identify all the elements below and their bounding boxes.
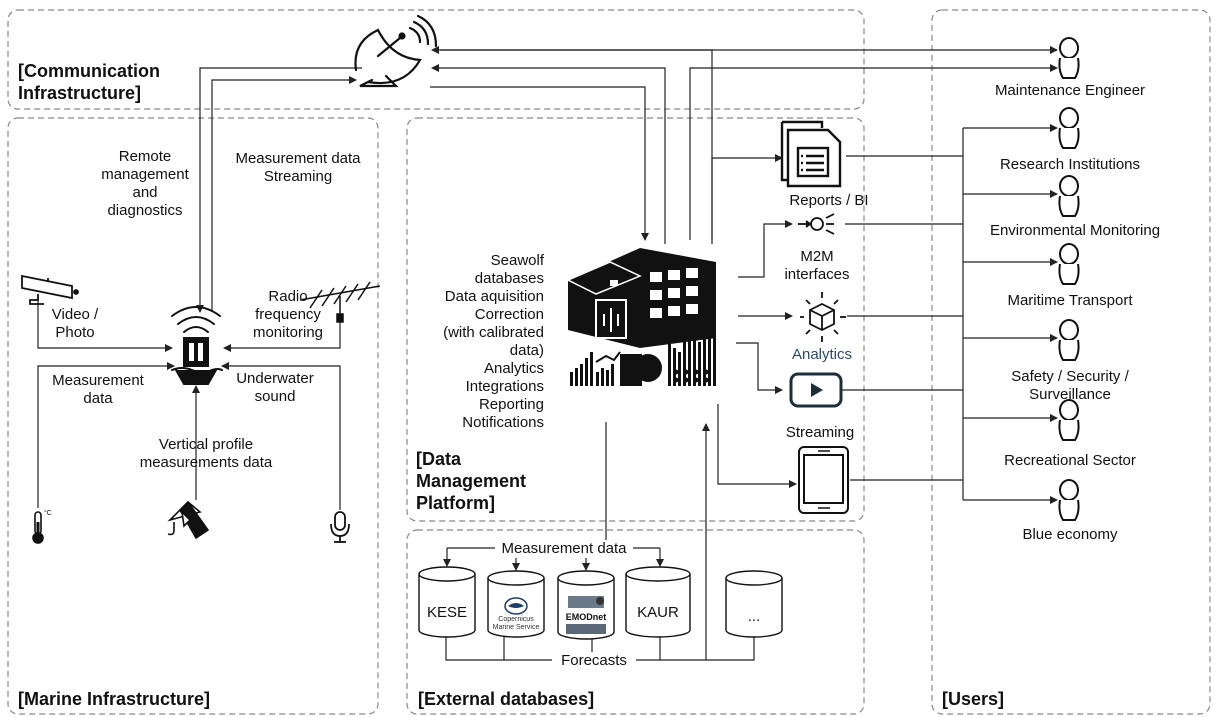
vertical-profile-label: Vertical profile measurements data xyxy=(139,436,273,471)
user-icon-maritime xyxy=(1058,243,1080,285)
thermometer-icon xyxy=(32,511,44,544)
link-comm-to-platform xyxy=(430,86,649,241)
platform-section-title: [Data Management Platform] xyxy=(416,449,527,513)
platform-function-7: Analytics xyxy=(483,360,544,377)
report-document-icon xyxy=(780,120,842,188)
emodnet-logo-icon xyxy=(566,596,606,634)
platform-function-5: (with calibrated xyxy=(443,324,544,341)
user-icon-maintenance xyxy=(1058,37,1080,79)
user-label-safety: Safety / Security / Surveillance xyxy=(1011,368,1129,403)
user-label-research: Research Institutions xyxy=(999,156,1141,173)
smartphone-icon xyxy=(798,446,849,514)
camera-icon xyxy=(21,274,79,305)
remote-management-label: Remote management and diagnostics xyxy=(101,148,189,219)
platform-charts-icon xyxy=(570,328,716,386)
user-label-recreation: Recreational Sector xyxy=(1004,452,1136,469)
db-cylinder-more xyxy=(725,570,783,638)
users-section-box xyxy=(931,9,1211,715)
user-label-maritime: Maritime Transport xyxy=(1007,292,1133,309)
m2m-icon xyxy=(798,213,835,235)
measurement-streaming-label: Measurement data Streaming xyxy=(235,150,361,185)
platform-function-8: Integrations xyxy=(465,378,544,395)
reports-label: Reports / BI xyxy=(789,192,869,209)
link-hydrophone-to-buoy xyxy=(221,362,341,510)
profiler-icon xyxy=(167,500,210,540)
db-label-kaur: KAUR xyxy=(637,604,679,621)
underwater-sound-label: Underwater sound xyxy=(236,370,314,405)
user-icon-safety xyxy=(1058,319,1080,361)
user-label-environment: Environmental Monitoring xyxy=(989,222,1161,239)
platform-function-6: data) xyxy=(509,342,544,359)
user-icon-environment xyxy=(1058,175,1080,217)
m2m-label: M2M interfaces xyxy=(784,248,850,283)
link-antenna-to-buoy xyxy=(223,322,341,352)
users-section-title: [Users] xyxy=(942,689,1005,709)
platform-function-10: Notifications xyxy=(462,414,544,431)
user-label-maintenance: Maintenance Engineer xyxy=(994,82,1146,99)
db-label-emodnet: EMODnet xyxy=(565,612,607,622)
external-section-box xyxy=(406,529,865,715)
platform-function-3: Data aquisition xyxy=(444,288,544,305)
link-thermometer-to-buoy xyxy=(37,362,175,508)
measurement-data-label: Measurement data xyxy=(52,372,144,407)
communication-section-title: [Communication Infrastructure] xyxy=(18,61,160,103)
data-center-icon xyxy=(566,248,716,348)
user-label-blue-economy: Blue economy xyxy=(1022,526,1118,543)
marine-section-title: [Marine Infrastructure] xyxy=(18,689,211,709)
streaming-label: Streaming xyxy=(785,424,855,441)
communication-section-box xyxy=(7,9,865,110)
user-icon-recreation xyxy=(1058,399,1080,441)
hydrophone-icon xyxy=(330,511,350,543)
link-to-video xyxy=(736,342,783,394)
antenna-icon xyxy=(299,281,381,323)
db-label-copernicus: Copernicus Marine Service xyxy=(492,616,540,631)
db-cylinder-kaur xyxy=(625,566,691,638)
buoy-icon xyxy=(171,306,223,385)
db-cylinder-kese xyxy=(418,566,476,638)
db-label-more: ... xyxy=(747,608,761,625)
platform-function-2: databases xyxy=(474,270,544,287)
platform-function-9: Reporting xyxy=(478,396,544,413)
external-measurement-label: Measurement data xyxy=(495,540,633,558)
satellite-dish-icon xyxy=(354,14,438,88)
link-platform-to-comm-1 xyxy=(431,64,666,244)
analytics-label: Analytics xyxy=(791,346,853,363)
marine-section-box xyxy=(7,117,379,715)
link-to-streaming xyxy=(717,404,797,488)
thermometer-unit: °C xyxy=(44,510,52,517)
link-comm-to-buoy xyxy=(196,67,362,313)
link-to-m2m xyxy=(738,220,793,278)
platform-function-1: Seawolf xyxy=(490,252,544,269)
link-camera-to-buoy xyxy=(37,298,173,352)
db-label-kese: KESE xyxy=(426,604,468,621)
platform-function-4: Correction xyxy=(474,306,544,323)
link-to-reports xyxy=(711,154,783,244)
external-section-title: [External databases] xyxy=(418,689,595,709)
video-play-icon xyxy=(789,372,843,408)
user-icon-research xyxy=(1058,107,1080,149)
radio-monitoring-label: Radio frequency monitoring xyxy=(252,288,324,341)
analytics-cube-icon xyxy=(800,292,846,342)
link-platform-to-maintenance xyxy=(689,64,1058,240)
video-photo-label: Video / Photo xyxy=(51,306,99,341)
forecasts-label: Forecasts xyxy=(552,652,636,670)
link-buoy-to-comm xyxy=(211,76,357,312)
db-cylinder-emodnet xyxy=(557,570,615,640)
link-platform-to-comm-2 xyxy=(431,46,713,240)
copernicus-logo-icon xyxy=(504,597,528,615)
platform-section-box xyxy=(406,117,865,522)
user-icon-blue-economy xyxy=(1058,479,1080,521)
